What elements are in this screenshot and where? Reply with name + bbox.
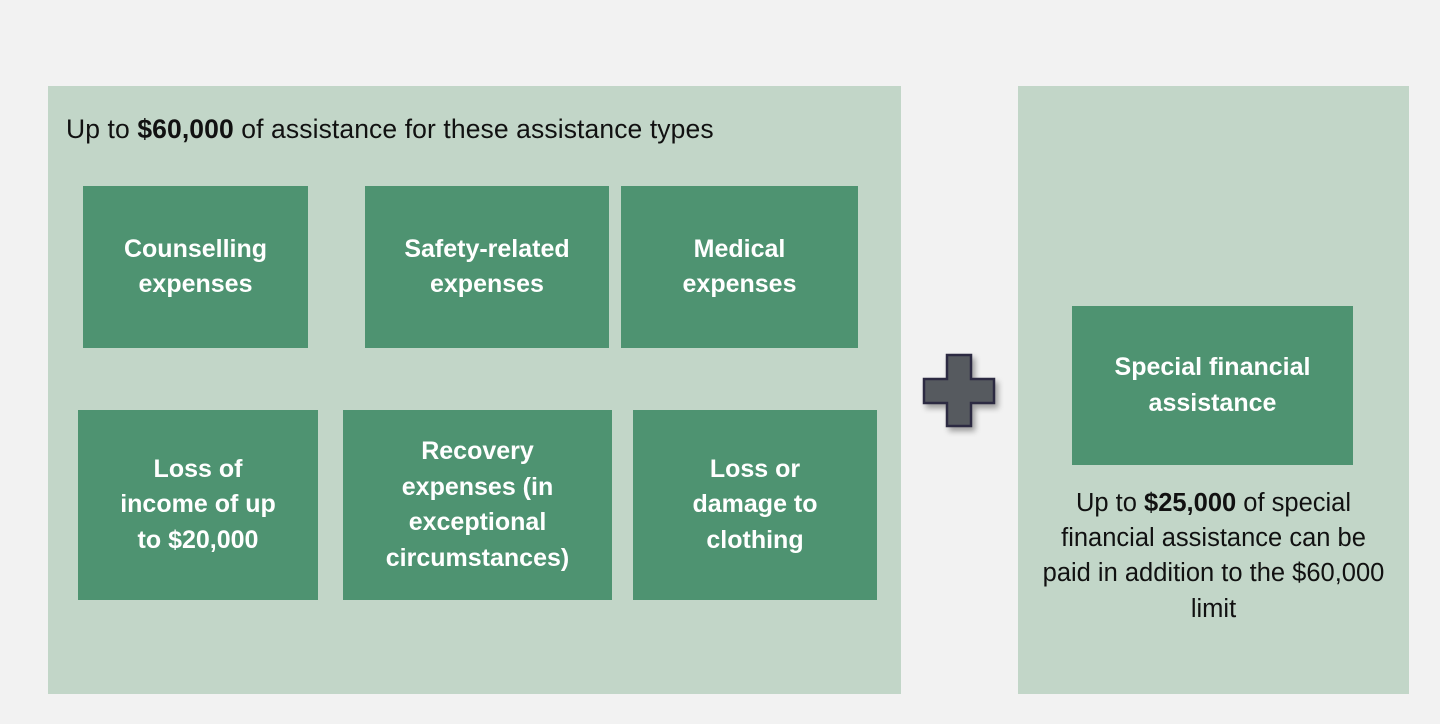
tile-line-1: Safety-related — [404, 234, 570, 263]
tile-line-1: Special financial — [1114, 353, 1311, 381]
tile-label: Safety-related expenses — [404, 232, 569, 303]
tile-safety-related-expenses: Safety-related expenses — [365, 186, 609, 348]
tile-line-1: Recovery — [421, 437, 534, 465]
special-financial-assistance-panel: Special financial assistance Up to $25,0… — [1018, 86, 1409, 694]
tile-line-2: expenses — [430, 270, 544, 298]
tile-label: Loss or damage to clothing — [692, 452, 817, 559]
tile-label: Recovery expenses (in exceptional circum… — [386, 434, 569, 576]
caption-suffix: of special financial assistance can be p… — [1042, 489, 1385, 623]
plus-icon — [922, 353, 996, 428]
tile-line-2: income of up — [120, 490, 276, 519]
tile-line-1: Counselling — [123, 234, 268, 263]
tile-line-2: expenses — [682, 270, 797, 298]
tile-medical-expenses: Medical expenses — [621, 186, 858, 348]
tile-line-2: assistance — [1148, 388, 1277, 417]
tile-line-1: Loss or — [709, 454, 801, 483]
panel-heading-suffix: of assistance for these assistance types — [233, 114, 714, 144]
caption-amount: $25,000 — [1144, 489, 1237, 517]
tile-line-1: Loss of — [153, 454, 243, 483]
tile-line-3: to $20,000 — [137, 525, 259, 554]
panel-heading-prefix: Up to — [66, 114, 138, 144]
tile-special-financial-assistance: Special financial assistance — [1072, 306, 1353, 465]
tile-line-4: circumstances) — [385, 543, 570, 572]
tile-counselling-expenses: Counselling expenses — [83, 186, 308, 348]
tile-loss-or-damage-to-clothing: Loss or damage to clothing — [633, 410, 877, 600]
tile-label: Counselling expenses — [124, 232, 267, 303]
tile-label: Special financial assistance — [1115, 350, 1311, 421]
caption-prefix: Up to — [1075, 489, 1145, 517]
tile-line-3: clothing — [706, 525, 804, 554]
panel-heading-amount: $60,000 — [137, 114, 234, 144]
tile-line-2: expenses — [138, 270, 253, 298]
tile-label: Medical expenses — [683, 232, 797, 303]
tile-line-2: damage to — [692, 490, 818, 519]
panel-heading: Up to $60,000 of assistance for these as… — [66, 114, 714, 145]
tile-label: Loss of income of up to $20,000 — [120, 452, 276, 559]
tile-loss-of-income: Loss of income of up to $20,000 — [78, 410, 318, 600]
tile-line-3: exceptional — [408, 508, 547, 536]
tile-line-2: expenses (in — [401, 472, 554, 501]
tile-line-1: Medical — [693, 234, 786, 263]
special-assistance-caption: Up to $25,000 of special financial assis… — [1036, 486, 1391, 627]
tile-recovery-expenses: Recovery expenses (in exceptional circum… — [343, 410, 612, 600]
assistance-types-panel: Up to $60,000 of assistance for these as… — [48, 86, 901, 694]
